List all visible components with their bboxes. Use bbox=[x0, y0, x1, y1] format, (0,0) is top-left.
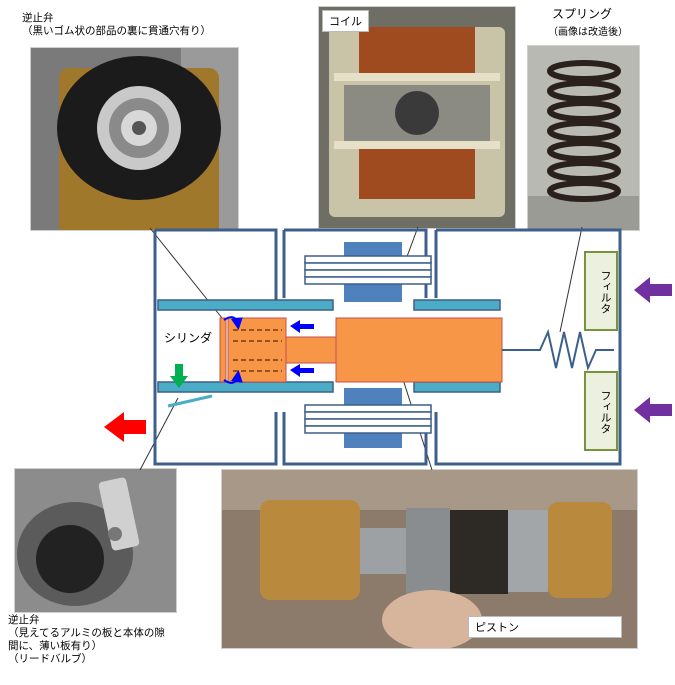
cylinder-wall-bottom-right bbox=[413, 381, 501, 393]
reed-valve bbox=[167, 394, 213, 408]
outlet-arrow bbox=[104, 412, 146, 442]
leader-check-valve-bottom bbox=[139, 397, 179, 471]
flow-arrow-curve-bottom bbox=[223, 370, 243, 384]
check-valve-bottom-label: 逆止弁 （見えてるアルミの板と本体の隙 間に、薄い板有り） （リードバルブ） bbox=[8, 614, 165, 665]
inlet-arrow-top bbox=[634, 277, 672, 303]
cylinder-wall-bottom-left bbox=[157, 381, 334, 393]
coil-winding-top-1 bbox=[304, 255, 432, 264]
filter-bottom-box bbox=[584, 371, 618, 451]
spring bbox=[502, 328, 614, 372]
filter-top-box bbox=[584, 251, 618, 331]
coil-winding-bottom-2 bbox=[304, 411, 432, 420]
filters bbox=[584, 251, 618, 451]
check-valve-top-photo bbox=[30, 47, 239, 231]
filter-bottom-label: フィルタ bbox=[599, 390, 612, 434]
coil-assembly bbox=[304, 242, 432, 448]
flow-arrow-bottom bbox=[290, 364, 314, 377]
piston-label: ピストン bbox=[468, 616, 622, 638]
piston bbox=[227, 317, 503, 383]
spring-label: スプリング bbox=[552, 7, 613, 21]
coil-winding-bottom-4 bbox=[304, 425, 432, 434]
check-valve-bottom-photo bbox=[14, 468, 177, 613]
flow-arrow-curve-top bbox=[223, 316, 243, 330]
check-valve-plate bbox=[219, 317, 227, 383]
piston-rod bbox=[285, 336, 337, 364]
flow-arrows bbox=[223, 316, 314, 384]
check-valve-top-label: 逆止弁 （黒いゴム状の部品の裏に貫通穴有り） bbox=[22, 12, 211, 37]
housing bbox=[153, 228, 622, 466]
leader-spring bbox=[559, 226, 583, 333]
coil-winding-top-2 bbox=[304, 262, 432, 271]
cylinder-wall-top-right bbox=[413, 299, 501, 311]
inlet-arrow-bottom bbox=[634, 397, 672, 423]
coil-winding-top-4 bbox=[304, 276, 432, 285]
coil-winding-bottom-3 bbox=[304, 418, 432, 427]
housing-left bbox=[153, 228, 278, 466]
cylinder-label: シリンダ bbox=[164, 331, 213, 345]
coil-winding-bottom-1 bbox=[304, 404, 432, 413]
cylinder-walls bbox=[157, 299, 501, 393]
housing-right bbox=[434, 228, 622, 466]
piston-body bbox=[335, 317, 503, 383]
coil-photo bbox=[318, 6, 516, 229]
flow-arrow-top bbox=[290, 320, 314, 333]
coil-label: コイル bbox=[322, 10, 369, 32]
coil-winding-top-3 bbox=[304, 269, 432, 278]
spring-photo bbox=[527, 45, 640, 231]
cylinder-wall-top-left bbox=[157, 299, 334, 311]
valve-arrow-down bbox=[170, 364, 188, 388]
piston-head bbox=[227, 317, 287, 383]
spring-note-label: （画像は改造後） bbox=[548, 27, 628, 38]
filter-top-label: フィルタ bbox=[599, 270, 612, 314]
